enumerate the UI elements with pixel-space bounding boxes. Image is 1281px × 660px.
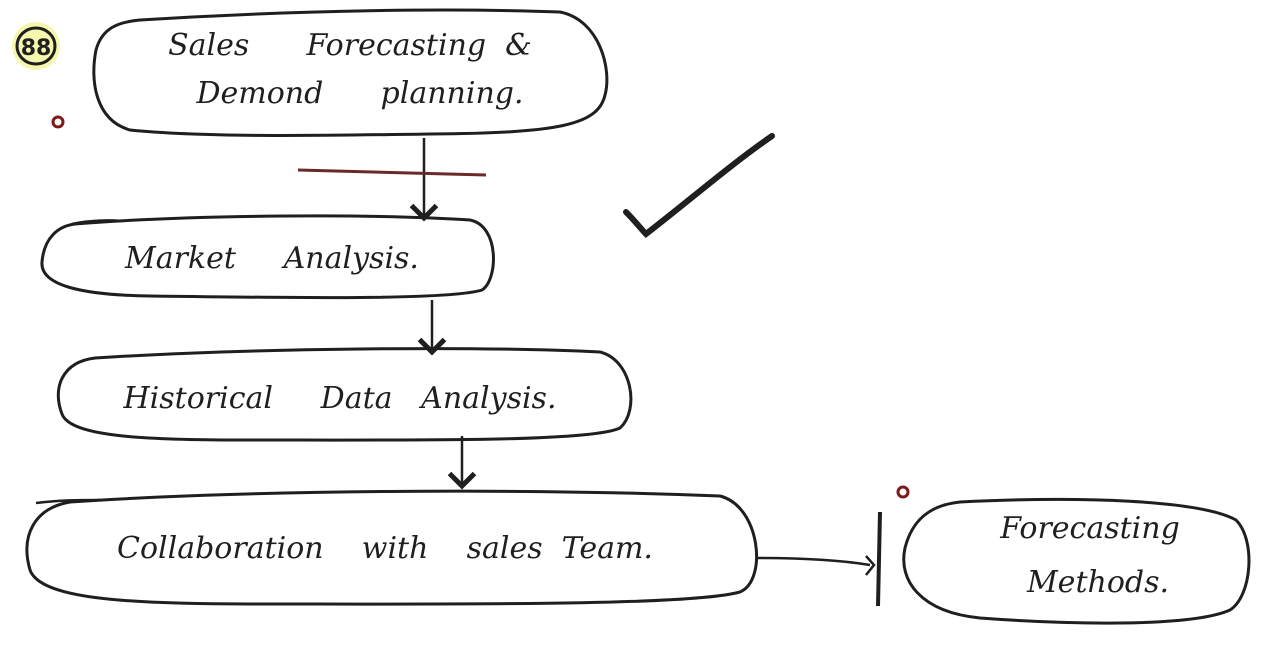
bullet-dot: [51, 115, 65, 129]
node-title-line-2: Demond planning.: [195, 76, 523, 111]
checkmark-icon: [623, 133, 775, 238]
node-title-line-1: Sales Forecasting &: [168, 28, 532, 63]
node-market-analysis: Market Analysis.: [40, 214, 495, 300]
node-title-line-2: Methods.: [1026, 565, 1169, 600]
node-title-line-1: Forecasting: [999, 511, 1180, 546]
connector-to-methods: [757, 511, 882, 607]
node-label: Collaboration with sales Team.: [117, 531, 653, 566]
strike-line: [297, 168, 487, 177]
node-label: Historical Data Analysis.: [123, 381, 557, 416]
node-collaboration: Collaboration with sales Team.: [25, 489, 759, 606]
node-sales-forecasting: Sales Forecasting & Demond planning.: [92, 8, 609, 137]
bullet-dot: [896, 485, 910, 499]
question-number-badge: 88: [12, 22, 60, 70]
node-forecasting-methods: Forecasting Methods.: [902, 497, 1251, 625]
node-historical-data-analysis: Historical Data Analysis.: [56, 347, 633, 442]
node-label: Market Analysis.: [124, 241, 419, 276]
badge-number: 88: [21, 36, 52, 61]
